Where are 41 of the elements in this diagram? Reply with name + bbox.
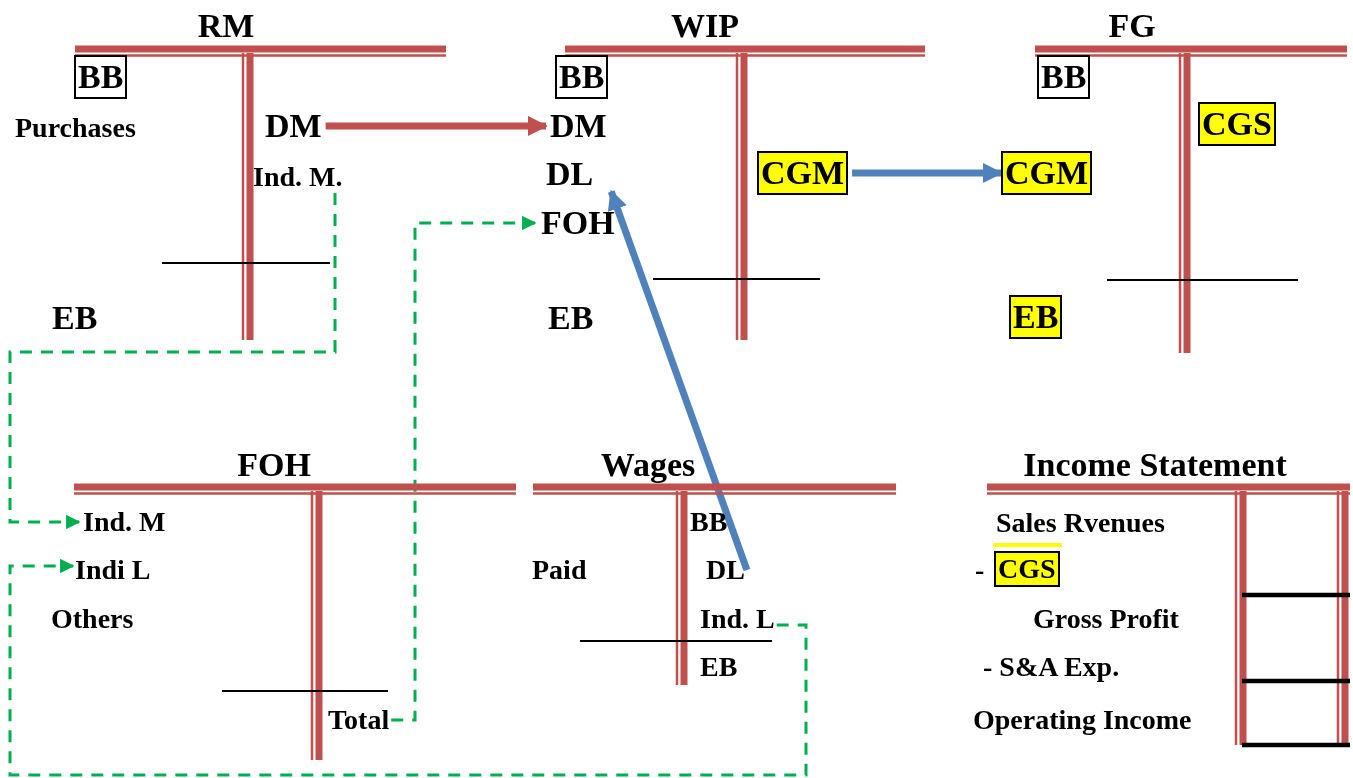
account-entry: DL [706, 553, 745, 587]
dashed-arrow [8, 558, 808, 777]
account-entry: EB [548, 298, 594, 338]
account-entry: - [975, 553, 985, 587]
dashed-arrow [391, 215, 537, 722]
account-entry: FOH [541, 203, 615, 243]
arrow [607, 189, 751, 572]
account-title: RM [197, 6, 255, 46]
account-entry: Purchases [15, 111, 136, 145]
account-entry: BB [690, 505, 728, 539]
account-entry: Others [51, 602, 134, 636]
account-entry: DL [546, 154, 594, 194]
account-title: Income Statement [1023, 445, 1287, 485]
account-entry: EB [700, 650, 738, 684]
account-entry: Ind. M [83, 505, 166, 539]
account-entry: - S&A Exp. [983, 650, 1120, 684]
boxed-entry: BB [555, 55, 609, 99]
highlighted-entry: CGS [994, 550, 1060, 588]
boxed-entry: BB [74, 55, 128, 99]
account-entry: Ind. M. [253, 160, 343, 194]
account-title: FG [1108, 6, 1156, 46]
highlighted-entry: CGM [757, 151, 849, 195]
account-entry: DM [550, 106, 607, 146]
dashed-arrow [8, 193, 337, 530]
account-entry: Total [328, 703, 390, 737]
account-entry: Indi L [75, 553, 151, 587]
highlighted-entry: CGS [1198, 102, 1276, 146]
account-entry: EB [52, 298, 98, 338]
account-entry: Paid [532, 553, 587, 587]
account-title: Wages [600, 445, 696, 485]
account-entry: Sales Rvenues [996, 506, 1165, 540]
arrow [325, 115, 548, 137]
account-entry: Ind. L [700, 602, 775, 636]
highlighted-entry: EB [1009, 295, 1063, 339]
boxed-entry: BB [1037, 55, 1091, 99]
account-entry: Operating Income [973, 703, 1192, 737]
account-entry: DM [265, 106, 322, 146]
account-title: FOH [237, 445, 311, 485]
account-title: WIP [671, 6, 739, 46]
account-entry: Gross Profit [1033, 602, 1179, 636]
highlighted-entry: CGM [1001, 151, 1093, 195]
